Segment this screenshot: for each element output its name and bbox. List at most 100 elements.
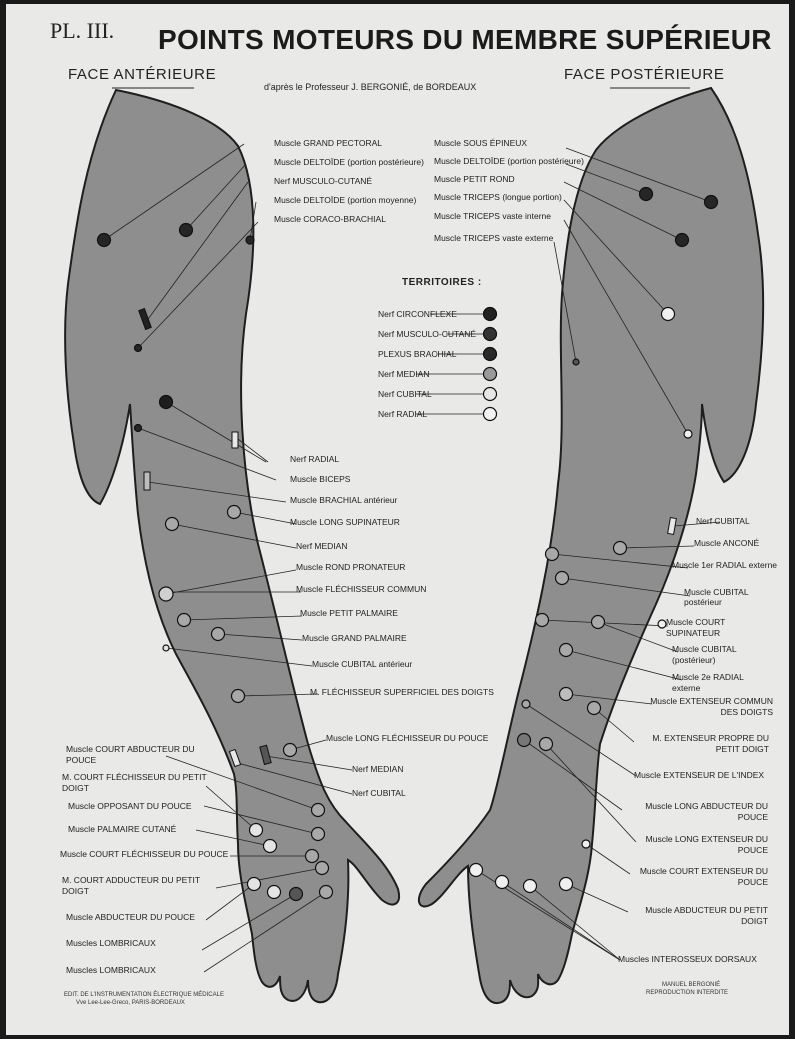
muscle-label: Muscle FLÉCHISSEUR COMMUN [296, 584, 426, 594]
muscle-label: Muscle GRAND PECTORAL [274, 138, 382, 148]
motor-point [540, 738, 553, 751]
motor-point [560, 644, 573, 657]
muscle-label: Muscle EXTENSEUR COMMUN DES DOIGTS [638, 696, 773, 718]
motor-point [560, 688, 573, 701]
muscle-label: Muscle CORACO-BRACHIAL [274, 214, 386, 224]
motor-point [496, 876, 509, 889]
motor-point [248, 878, 261, 891]
muscle-label: Muscle LONG EXTENSEUR DU POUCE [632, 834, 768, 856]
plate-number: PL. III. [50, 18, 114, 44]
muscle-label: Muscle ROND PRONATEUR [296, 562, 405, 572]
nerve-label: Nerf CUBITAL [696, 516, 750, 526]
motor-point [312, 828, 325, 841]
motor-point [163, 645, 169, 651]
motor-point [228, 506, 241, 519]
motor-point [582, 840, 590, 848]
nerve-label: Nerf MUSCULO-CUTANÉ [274, 176, 372, 186]
motor-point [640, 188, 653, 201]
motor-point [284, 744, 297, 757]
legend-label: PLEXUS BRACHIAL [378, 349, 456, 359]
motor-point [320, 886, 333, 899]
muscle-label: M. FLÉCHISSEUR SUPERFICIEL DES DOIGTS [310, 687, 494, 697]
muscle-label: Muscle DELTOÏDE (portion moyenne) [274, 195, 416, 205]
motor-point [250, 824, 263, 837]
legend-swatches [484, 308, 497, 421]
motor-point [518, 734, 531, 747]
motor-point [658, 620, 666, 628]
motor-point [662, 308, 675, 321]
motor-point [166, 518, 179, 531]
motor-point [614, 542, 627, 555]
motor-point [556, 572, 569, 585]
muscle-label: Muscles LOMBRICAUX [66, 938, 156, 948]
page-title: POINTS MOTEURS DU MEMBRE SUPÉRIEUR [158, 24, 772, 56]
footer-publisher-address: Vve Lee-Lee-Greco, PARIS-BORDEAUX [76, 1000, 185, 1006]
motor-point [524, 880, 537, 893]
motor-point [306, 850, 319, 863]
face-posterior-heading: FACE POSTÉRIEURE [564, 66, 724, 83]
muscle-label: Muscle LONG FLÉCHISSEUR DU POUCE [326, 733, 488, 743]
muscle-label: Muscle ABDUCTEUR DU PETIT DOIGT [620, 905, 768, 927]
motor-point [560, 878, 573, 891]
muscle-label: Muscle COURT SUPINATEUR [666, 617, 776, 639]
muscle-label: Muscle TRICEPS (longue portion) [434, 192, 562, 202]
muscle-label: Muscle 1er RADIAL externe [672, 560, 777, 570]
muscle-label: Muscle TRICEPS vaste interne [434, 211, 551, 221]
muscle-label: Muscle COURT ABDUCTEUR DU POUCE [66, 744, 216, 766]
motor-point [135, 425, 142, 432]
legend-swatch [484, 388, 497, 401]
muscle-label: Muscle SOUS ÉPINEUX [434, 138, 527, 148]
legend-title: TERRITOIRES : [402, 277, 482, 288]
motor-point [705, 196, 718, 209]
motor-point [676, 234, 689, 247]
subtitle: d'après le Professeur J. BERGONIÉ, de BO… [264, 82, 476, 92]
muscle-label: Muscle ANCONÉ [694, 538, 759, 548]
motor-point [159, 587, 173, 601]
footer-publisher: EDIT. DE L'INSTRUMENTATION ÉLECTRIQUE MÉ… [64, 992, 224, 998]
muscle-label: Muscle 2e RADIAL externe [672, 672, 772, 694]
muscle-label: Muscle CUBITAL (postérieur) [672, 644, 772, 666]
muscle-label: M. EXTENSEUR PROPRE DU PETIT DOIGT [634, 733, 769, 755]
muscle-label: Muscle BICEPS [290, 474, 350, 484]
muscle-label: Muscle PETIT PALMAIRE [300, 608, 398, 618]
motor-point [212, 628, 225, 641]
nerve-label: Nerf CUBITAL [352, 788, 406, 798]
motor-point [316, 862, 329, 875]
muscle-label: Muscles LOMBRICAUX [66, 965, 156, 975]
motor-point [268, 886, 281, 899]
motor-point [592, 616, 605, 629]
nerve-label: Nerf MEDIAN [296, 541, 347, 551]
legend-swatch [484, 348, 497, 361]
muscle-label: Muscle DELTOÏDE (portion postérieure) [434, 156, 584, 166]
muscle-label: Muscle COURT EXTENSEUR DU POUCE [626, 866, 768, 888]
motor-point [536, 614, 549, 627]
muscle-label: M. COURT ADDUCTEUR DU PETIT DOIGT [62, 875, 212, 897]
motor-point [312, 804, 325, 817]
muscle-label: Muscle TRICEPS vaste externe [434, 233, 553, 243]
muscle-label: Muscle PETIT ROND [434, 174, 515, 184]
footer-credit: MANUEL BERGONIÉ [662, 982, 720, 988]
motor-point [470, 864, 483, 877]
motor-point [180, 224, 193, 237]
plate: PL. III. POINTS MOTEURS DU MEMBRE SUPÉRI… [6, 4, 789, 1035]
legend-swatch [484, 308, 497, 321]
muscle-label: Muscle DELTOÏDE (portion postérieure) [274, 157, 424, 167]
legend-label: Nerf MUSCULO-CUTANÉ [378, 329, 476, 339]
nerve-label: Nerf RADIAL [290, 454, 339, 464]
muscle-label: Muscle CUBITAL postérieur [684, 587, 784, 607]
muscle-label: Muscle CUBITAL antérieur [312, 659, 412, 669]
muscle-label: Muscle BRACHIAL antérieur [290, 495, 397, 505]
motor-point [160, 396, 173, 409]
legend-swatch [484, 368, 497, 381]
muscle-label: Muscle COURT FLÉCHISSEUR DU POUCE [60, 849, 228, 859]
motor-point [290, 888, 303, 901]
muscle-label: Muscle OPPOSANT DU POUCE [68, 801, 192, 811]
face-anterior-heading: FACE ANTÉRIEURE [68, 66, 216, 83]
motor-point [232, 690, 245, 703]
motor-point [264, 840, 277, 853]
nerve-marker [144, 472, 150, 490]
muscle-label: Muscle LONG SUPINATEUR [290, 517, 400, 527]
footer-rights: REPRODUCTION INTERDITE [646, 990, 728, 996]
legend-label: Nerf MEDIAN [378, 369, 429, 379]
legend-swatch [484, 328, 497, 341]
